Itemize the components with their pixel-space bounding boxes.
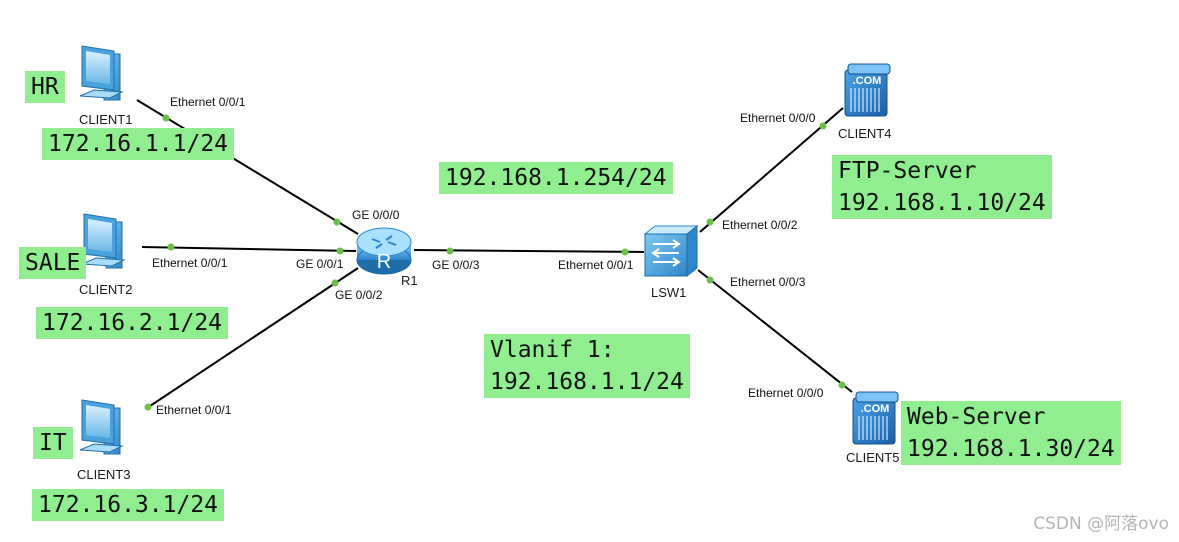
server-icon[interactable]: .COM <box>852 391 899 445</box>
link-client1-r1 <box>136 99 359 235</box>
note-ftp-server: FTP-Server 192.168.1.10/24 <box>832 155 1052 219</box>
device-label-r1: R1 <box>401 273 418 288</box>
pc-icon[interactable] <box>79 399 123 455</box>
port-label-r1-ge002: GE 0/0/2 <box>335 288 383 302</box>
router-icon[interactable]: R <box>356 227 412 275</box>
port-label-lsw1-eth003: Ethernet 0/0/3 <box>730 275 806 289</box>
port-dot <box>333 218 341 226</box>
pc-icon[interactable] <box>79 45 123 101</box>
server-badge: .COM <box>853 75 882 87</box>
link-lsw1-client5 <box>697 269 853 393</box>
port-dot <box>621 248 629 256</box>
note-it-ip: 172.16.3.1/24 <box>32 489 225 521</box>
note-r1-ip: 192.168.1.254/24 <box>439 162 673 194</box>
port-dot <box>706 218 714 226</box>
server-icon[interactable]: .COM <box>844 63 891 117</box>
port-dot <box>162 114 170 122</box>
note-web-server: Web-Server 192.168.1.30/24 <box>901 401 1121 465</box>
device-label-client5: CLIENT5 <box>846 450 899 465</box>
port-label-r1-ge003: GE 0/0/3 <box>432 258 480 272</box>
note-hr-ip: 172.16.1.1/24 <box>42 128 235 160</box>
device-label-client1: CLIENT1 <box>79 112 132 127</box>
note-hr: HR <box>25 71 65 103</box>
port-dot <box>819 122 827 130</box>
port-label-client5: Ethernet 0/0/0 <box>748 386 824 400</box>
port-label-client2: Ethernet 0/0/1 <box>152 256 228 270</box>
port-label-client1: Ethernet 0/0/1 <box>170 95 246 109</box>
device-label-client2: CLIENT2 <box>79 282 132 297</box>
router-glyph: R <box>377 251 391 273</box>
server-badge: .COM <box>861 403 890 415</box>
device-label-lsw1: LSW1 <box>651 285 686 300</box>
port-label-r1-ge000: GE 0/0/0 <box>352 208 400 222</box>
device-label-client3: CLIENT3 <box>77 467 130 482</box>
port-dot <box>446 247 454 255</box>
port-dot <box>144 403 152 411</box>
link-lsw1-client4 <box>699 107 844 233</box>
port-label-client3: Ethernet 0/0/1 <box>156 403 232 417</box>
watermark: CSDN @阿落ovo <box>1033 514 1169 534</box>
port-label-client4: Ethernet 0/0/0 <box>740 111 816 125</box>
port-dot <box>167 243 175 251</box>
port-label-r1-ge001: GE 0/0/1 <box>296 257 344 271</box>
port-dot <box>336 247 344 255</box>
pc-icon[interactable] <box>81 213 125 269</box>
switch-icon[interactable] <box>643 224 699 278</box>
port-dot <box>331 279 339 287</box>
note-vlanif: Vlanif 1: 192.168.1.1/24 <box>484 334 690 398</box>
port-dot <box>838 381 846 389</box>
port-label-lsw1-eth002: Ethernet 0/0/2 <box>722 218 798 232</box>
link-client2-r1 <box>141 246 357 252</box>
port-dots <box>144 114 846 411</box>
port-label-lsw1-eth001: Ethernet 0/0/1 <box>558 258 634 272</box>
note-sale-ip: 172.16.2.1/24 <box>36 307 229 339</box>
port-dot <box>706 276 714 284</box>
link-client3-r1 <box>146 267 359 409</box>
note-sale: SALE <box>19 247 87 279</box>
device-label-client4: CLIENT4 <box>838 126 891 141</box>
note-it: IT <box>33 427 73 459</box>
